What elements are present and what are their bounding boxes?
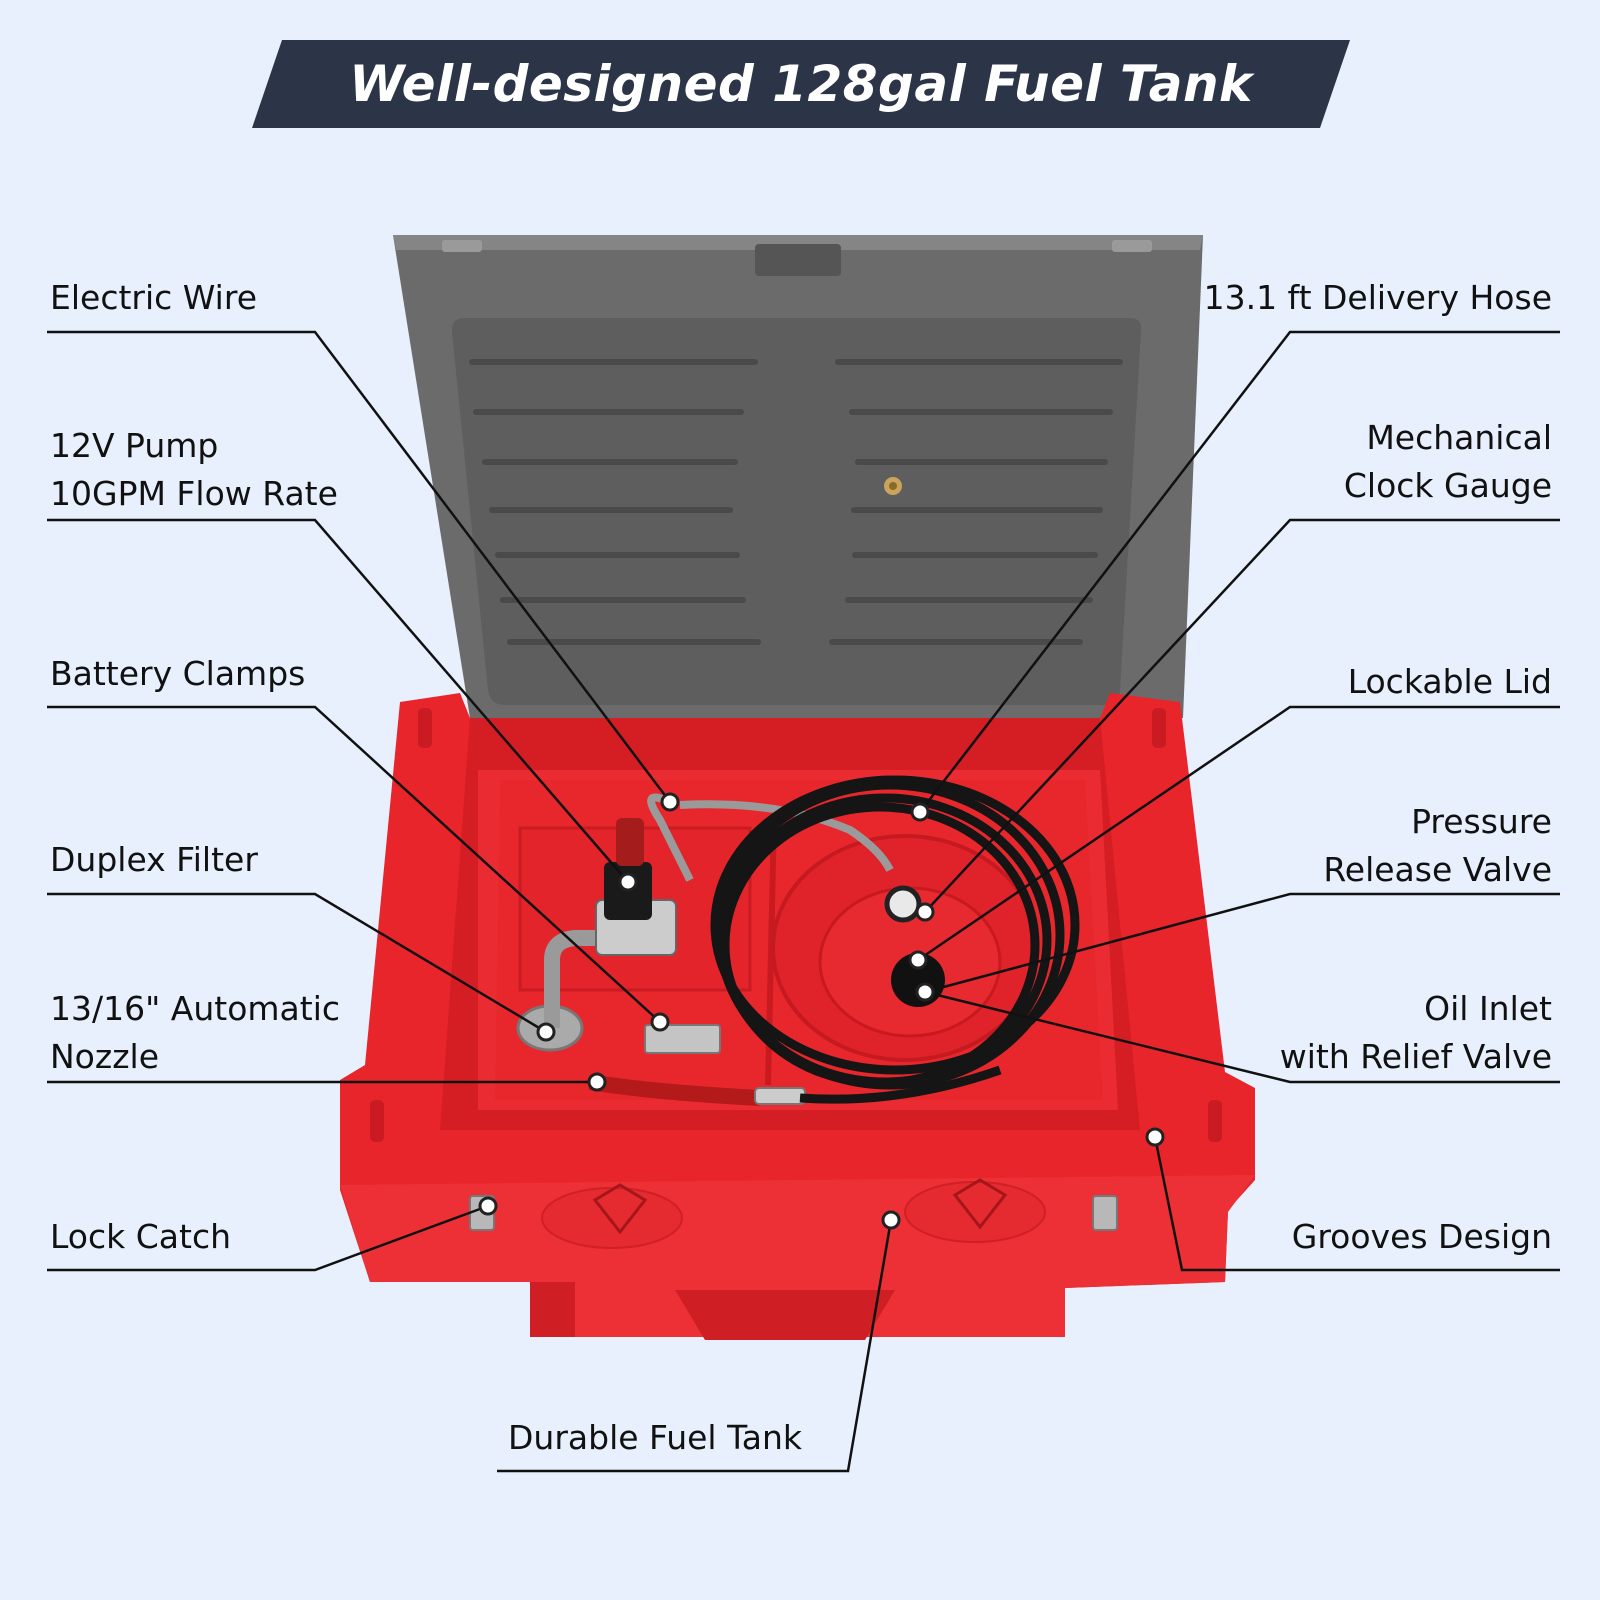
label-nozzle: 13/16" Automatic Nozzle [50,989,341,1076]
label-delivery-hose: 13.1 ft Delivery Hose [1203,278,1552,317]
page-title: Well-designed 128gal Fuel Tank [349,55,1253,113]
pressure-valve-marker [915,982,935,1002]
duplex-filter-leader [47,892,547,1034]
delivery-hose-leader [919,330,1560,813]
label-electric-wire: Electric Wire [50,278,257,317]
nozzle-marker [587,1072,607,1092]
label-oil-inlet: Oil Inlet with Relief Valve [1279,989,1552,1076]
lockable-lid-leader [917,705,1560,962]
label-clock-gauge: Mechanical Clock Gauge [1343,418,1552,505]
label-durable-tank: Durable Fuel Tank [508,1418,803,1457]
label-lock-catch: Lock Catch [50,1217,232,1256]
duplex-filter-marker [536,1022,556,1042]
durable-tank-marker [881,1210,901,1230]
lockable-lid-marker [908,950,928,970]
electric-wire-leader [47,330,671,803]
electric-wire-marker [660,792,680,812]
lid-illustration [393,235,1203,718]
clock-gauge-marker [915,902,935,922]
label-grooves: Grooves Design [1291,1217,1552,1256]
grooves-leader [1153,1136,1560,1272]
label-pump: 12V Pump 10GPM Flow Rate [50,426,338,513]
pressure-valve-leader [924,892,1560,994]
pump-marker [618,872,638,892]
label-lockable-lid: Lockable Lid [1347,662,1552,701]
battery-clamps-marker [650,1012,670,1032]
clock-gauge-leader [924,518,1560,913]
tank-illustration [340,693,1255,1340]
title-banner [252,40,1350,128]
label-pressure-valve: Pressure Release Valve [1323,802,1552,889]
label-battery-clamps: Battery Clamps [50,654,306,693]
battery-clamps-leader [47,705,661,1023]
lock-catch-leader [47,1204,489,1272]
lock-catch-marker [478,1196,498,1216]
grooves-marker [1145,1127,1165,1147]
durable-tank-leader [497,1219,893,1473]
label-duplex-filter: Duplex Filter [50,840,258,879]
oil-inlet-leader [924,990,1560,1084]
delivery-hose-marker [910,802,930,822]
pump-leader [47,518,629,883]
